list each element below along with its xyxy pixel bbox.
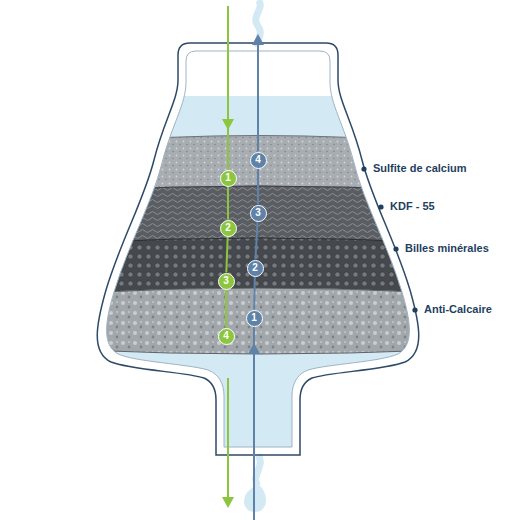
callout-number: 2 bbox=[225, 223, 231, 233]
water bbox=[80, 96, 440, 456]
flow-connector bbox=[227, 187, 229, 220]
outflow-arrow bbox=[227, 378, 229, 500]
callout-number: 3 bbox=[223, 276, 229, 286]
callout-circle: 3 bbox=[250, 205, 267, 222]
upflow-arrow bbox=[257, 42, 259, 151]
arrow-head bbox=[248, 343, 260, 354]
callout-number: 4 bbox=[255, 155, 261, 165]
layer-label: Anti-Calcaire bbox=[424, 303, 492, 316]
callout-number: 3 bbox=[255, 208, 261, 218]
layer-label: Billes minérales bbox=[405, 242, 489, 255]
arrow-head bbox=[252, 34, 264, 45]
flow-connector bbox=[253, 276, 256, 309]
flow-connector bbox=[255, 221, 257, 259]
callout-circle: 1 bbox=[220, 170, 237, 187]
callout-number: 1 bbox=[251, 313, 257, 323]
inflow-arrow bbox=[227, 6, 229, 169]
callout-number: 2 bbox=[252, 263, 258, 273]
mineral-layer bbox=[80, 238, 440, 293]
callout-number: 1 bbox=[225, 173, 231, 183]
callout-circle: 2 bbox=[247, 260, 264, 277]
layer-label: Sulfite de calcium bbox=[373, 162, 467, 175]
upflow-arrow bbox=[253, 327, 255, 520]
leader-dot bbox=[361, 166, 366, 171]
layer-label: KDF - 55 bbox=[390, 200, 435, 213]
callout-circle: 1 bbox=[246, 310, 263, 327]
anti-scale-layer bbox=[80, 288, 440, 354]
arrow-head bbox=[222, 119, 234, 130]
flow-connector bbox=[257, 169, 259, 205]
leader-dot bbox=[412, 307, 417, 312]
callout-circle: 4 bbox=[218, 328, 235, 345]
flow-connector bbox=[226, 236, 227, 272]
callout-circle: 4 bbox=[250, 152, 267, 169]
callout-number: 4 bbox=[223, 331, 229, 341]
water-stream bbox=[256, 455, 261, 486]
filter-housing bbox=[97, 43, 419, 455]
leader-dot bbox=[378, 204, 383, 209]
callout-circle: 2 bbox=[220, 220, 237, 237]
callout-circle: 3 bbox=[218, 273, 235, 290]
arrow-head bbox=[222, 497, 234, 508]
leader-dot bbox=[393, 246, 398, 251]
flow-connector bbox=[225, 290, 227, 328]
